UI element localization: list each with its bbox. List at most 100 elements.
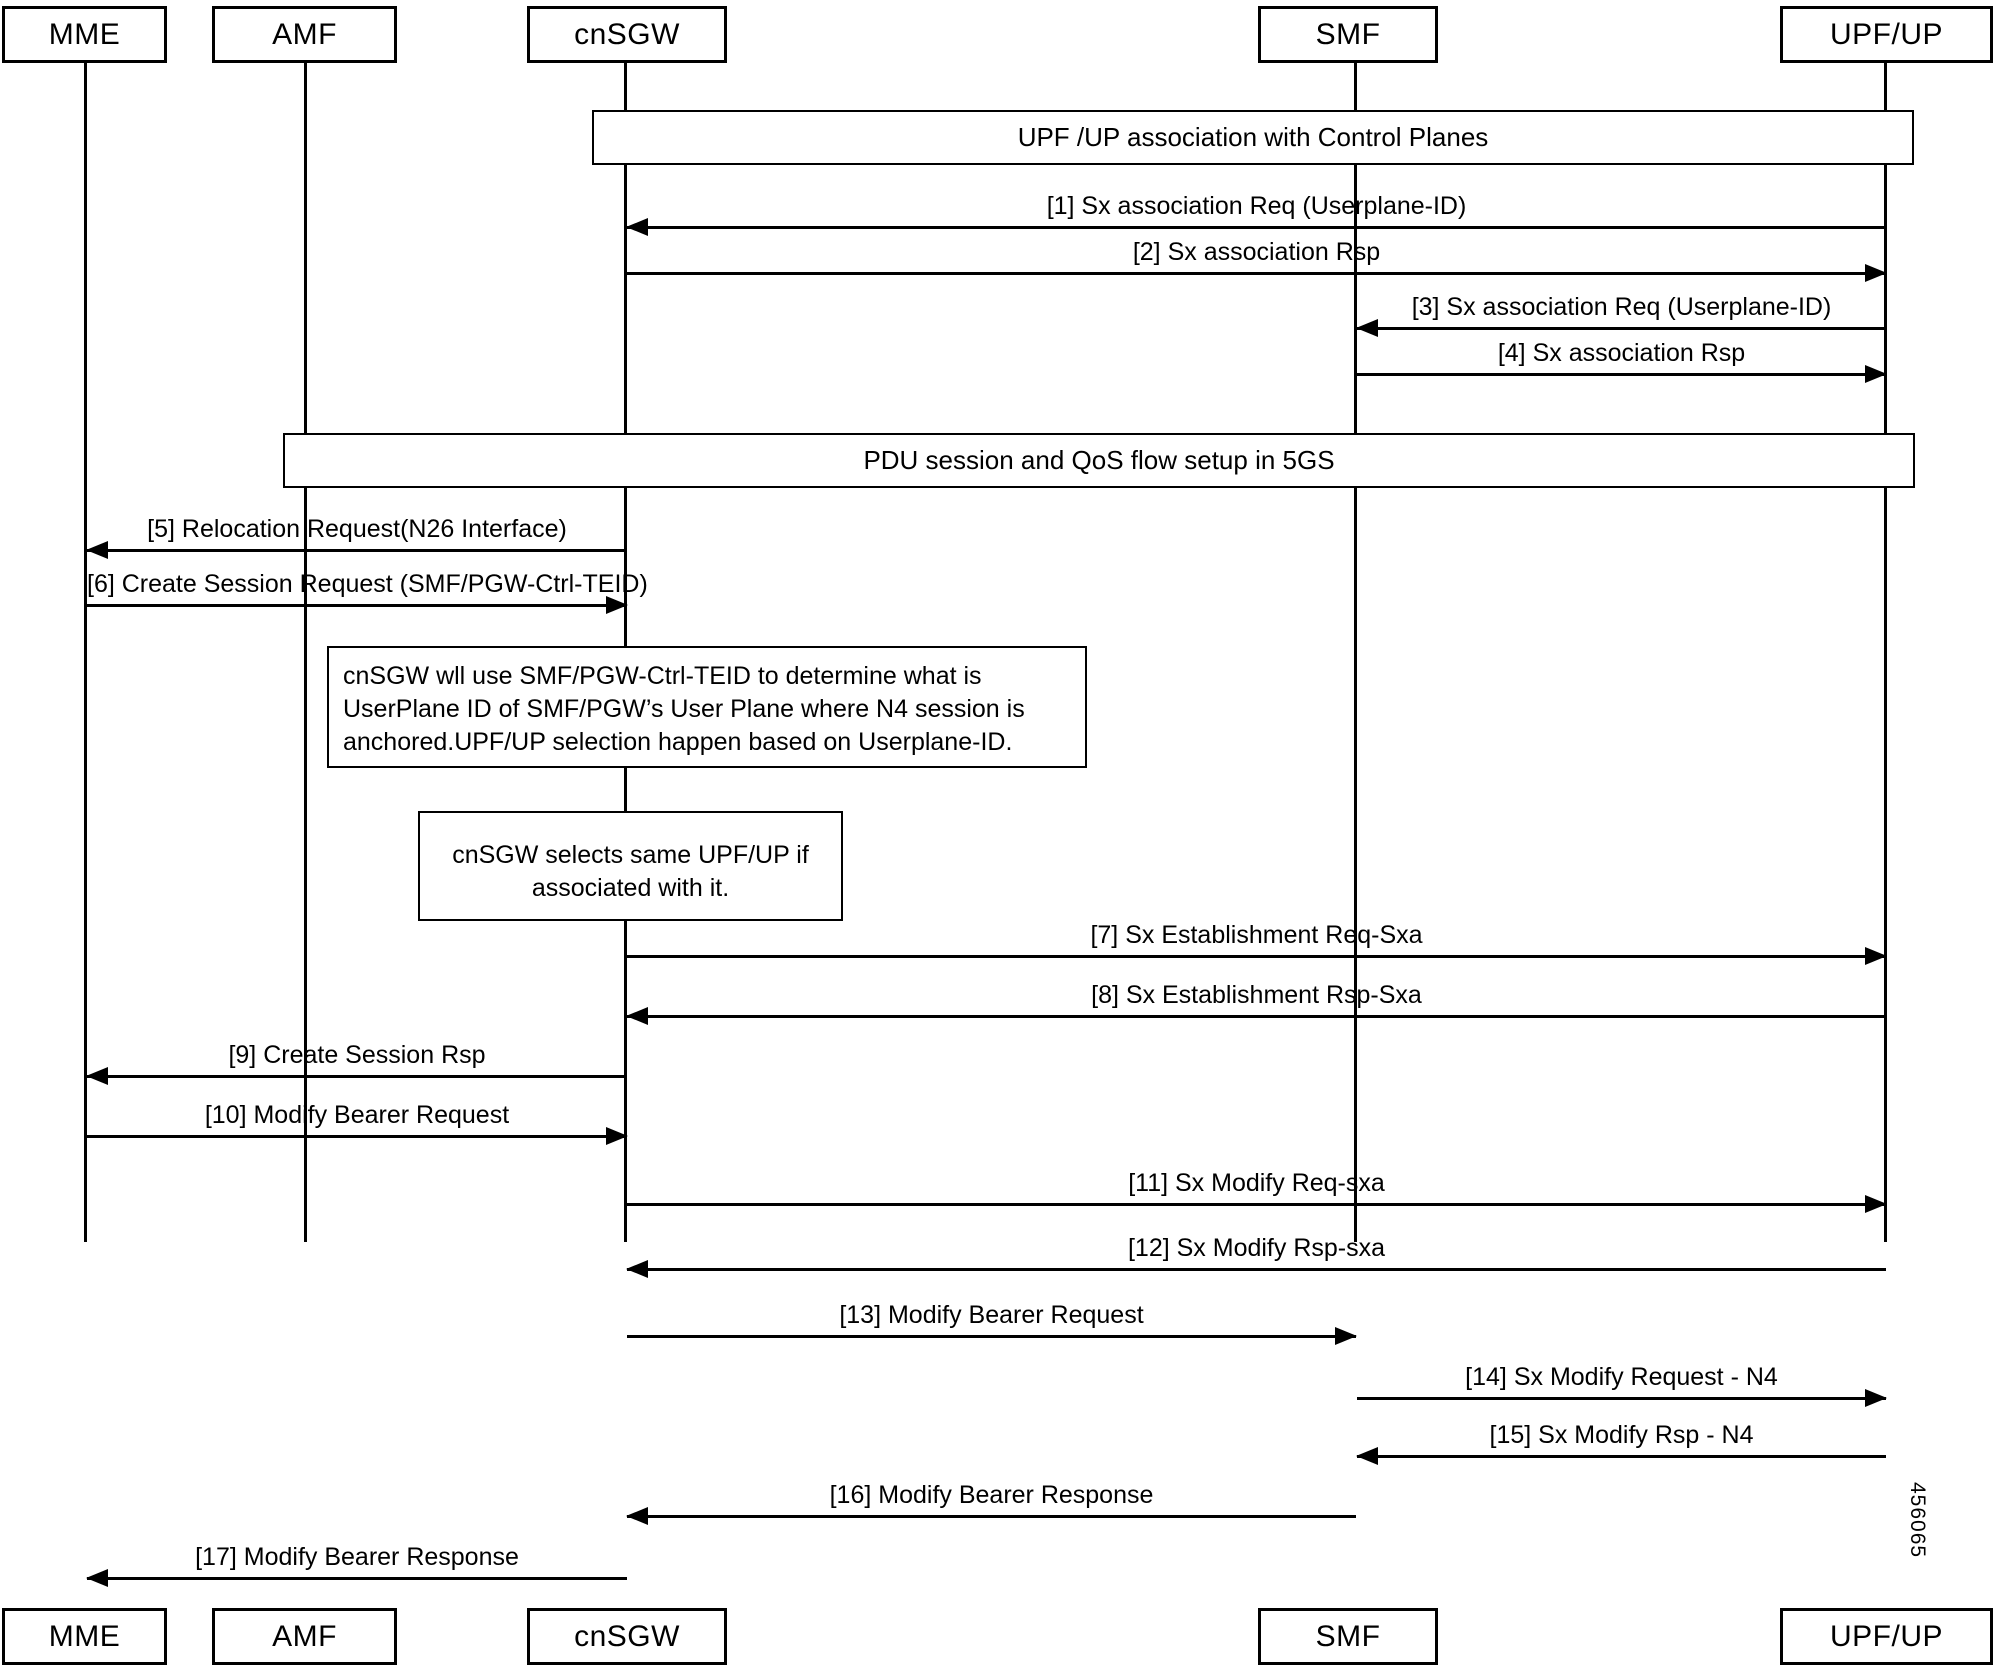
message-3-line (1357, 327, 1886, 330)
message-13-line (627, 1335, 1356, 1338)
lifeline-smf (1354, 62, 1357, 1242)
message-14-arrowhead (1865, 1389, 1887, 1407)
message-1-label: [1] Sx association Req (Userplane-ID) (1046, 192, 1467, 220)
message-3[interactable]: [3] Sx association Req (Userplane-ID) (1356, 275, 1886, 337)
message-5-line (87, 549, 627, 552)
actor-foot-smf[interactable]: SMF (1258, 1608, 1438, 1665)
lifeline-upf (1884, 62, 1887, 1242)
actor-head-cnsgw[interactable]: cnSGW (527, 6, 727, 63)
message-6-line (87, 604, 627, 607)
message-6-label: [6] Create Session Request (SMF/PGW-Ctrl… (87, 570, 648, 598)
message-9[interactable]: [9] Create Session Rsp (86, 1018, 627, 1085)
actor-foot-cnsgw-label: cnSGW (574, 1619, 680, 1653)
phase-bar-upf-association: UPF /UP association with Control Planes (592, 110, 1914, 165)
message-11-label: [11] Sx Modify Req-sxa (1128, 1169, 1385, 1197)
actor-foot-amf-label: AMF (272, 1619, 337, 1653)
message-15-label: [15] Sx Modify Rsp - N4 (1489, 1421, 1754, 1449)
message-4[interactable]: [4] Sx association Rsp (1357, 330, 1887, 383)
message-2-label: [2] Sx association Rsp (1132, 238, 1381, 266)
message-17-line (87, 1577, 627, 1580)
actor-head-smf[interactable]: SMF (1258, 6, 1438, 63)
message-8-label: [8] Sx Establishment Rsp-Sxa (1091, 981, 1422, 1009)
message-15-line (1357, 1455, 1886, 1458)
message-3-label: [3] Sx association Req (Userplane-ID) (1411, 293, 1832, 321)
actor-head-upf[interactable]: UPF/UP (1780, 6, 1993, 63)
actor-foot-cnsgw[interactable]: cnSGW (527, 1608, 727, 1665)
note-same-upf: cnSGW selects same UPF/UP if associated … (418, 811, 843, 921)
message-5-arrowhead (86, 541, 108, 559)
message-5[interactable]: [5] Relocation Request(N26 Interface) (86, 497, 627, 559)
message-7[interactable]: [7] Sx Establishment Req-Sxa (627, 895, 1887, 965)
message-8[interactable]: [8] Sx Establishment Rsp-Sxa (626, 958, 1886, 1025)
actor-foot-upf[interactable]: UPF/UP (1780, 1608, 1993, 1665)
message-4-line (1357, 373, 1886, 376)
message-16-arrowhead (626, 1507, 648, 1525)
message-7-line (627, 955, 1886, 958)
message-6-arrowhead (606, 596, 628, 614)
message-2-line (627, 272, 1886, 275)
phase-bar-upf-association-label: UPF /UP association with Control Planes (1017, 122, 1489, 152)
message-17-arrowhead (86, 1569, 108, 1587)
message-6[interactable]: [6] Create Session Request (SMF/PGW-Ctrl… (87, 552, 648, 614)
message-10-line (87, 1135, 627, 1138)
lifeline-mme (84, 62, 87, 1242)
message-16-line (627, 1515, 1356, 1518)
message-4-label: [4] Sx association Rsp (1497, 339, 1746, 367)
message-12-line (627, 1268, 1886, 1271)
message-16[interactable]: [16] Modify Bearer Response (626, 1458, 1356, 1525)
note-same-upf-line-1: cnSGW selects same UPF/UP if (452, 841, 809, 869)
note-same-upf-line-2: associated with it. (531, 874, 730, 902)
message-17-label: [17] Modify Bearer Response (195, 1543, 519, 1571)
message-2[interactable]: [2] Sx association Rsp (627, 229, 1887, 282)
message-13-label: [13] Modify Bearer Request (839, 1301, 1144, 1329)
message-10-label: [10] Modify Bearer Request (204, 1101, 510, 1129)
message-16-label: [16] Modify Bearer Response (829, 1481, 1154, 1509)
message-11-line (627, 1203, 1886, 1206)
message-11-arrowhead (1865, 1195, 1887, 1213)
message-10[interactable]: [10] Modify Bearer Request (87, 1078, 628, 1145)
message-14-label: [14] Sx Modify Request - N4 (1465, 1363, 1778, 1391)
actor-foot-mme-label: MME (48, 1619, 121, 1653)
phase-bar-pdu-session-setup-label: PDU session and QoS flow setup in 5GS (863, 445, 1335, 475)
message-3-arrowhead (1356, 319, 1378, 337)
actor-head-cnsgw-label: cnSGW (574, 17, 680, 51)
note-teid-lookup-line-1: cnSGW wll use SMF/PGW-Ctrl-TEID to deter… (343, 662, 982, 690)
actor-head-mme-label: MME (48, 17, 121, 51)
message-8-arrowhead (626, 1007, 648, 1025)
message-12-label: [12] Sx Modify Rsp-sxa (1127, 1234, 1386, 1262)
actor-foot-mme[interactable]: MME (2, 1608, 167, 1665)
message-13-arrowhead (1335, 1327, 1357, 1345)
actor-foot-amf[interactable]: AMF (212, 1608, 397, 1665)
message-13[interactable]: [13] Modify Bearer Request (627, 1271, 1357, 1345)
message-12[interactable]: [12] Sx Modify Rsp-sxa (626, 1206, 1886, 1278)
phase-bar-pdu-session-setup: PDU session and QoS flow setup in 5GS (283, 433, 1915, 488)
actor-head-amf-label: AMF (272, 17, 337, 51)
message-12-arrowhead (626, 1260, 648, 1278)
message-17[interactable]: [17] Modify Bearer Response (86, 1518, 627, 1587)
message-9-arrowhead (86, 1067, 108, 1085)
message-14[interactable]: [14] Sx Modify Request - N4 (1357, 1338, 1887, 1407)
note-teid-lookup-line-3: anchored.UPF/UP selection happen based o… (343, 728, 1013, 756)
actor-head-smf-label: SMF (1315, 17, 1381, 51)
message-5-label: [5] Relocation Request(N26 Interface) (147, 515, 567, 543)
message-10-arrowhead (606, 1127, 628, 1145)
actor-head-upf-label: UPF/UP (1829, 17, 1943, 51)
message-1-line (627, 226, 1886, 229)
message-7-label: [7] Sx Establishment Req-Sxa (1090, 921, 1423, 949)
actor-head-amf[interactable]: AMF (212, 6, 397, 63)
message-15-arrowhead (1356, 1447, 1378, 1465)
message-11[interactable]: [11] Sx Modify Req-sxa (627, 1138, 1887, 1213)
message-1[interactable]: [1] Sx association Req (Userplane-ID) (626, 175, 1886, 236)
message-15[interactable]: [15] Sx Modify Rsp - N4 (1356, 1400, 1886, 1465)
actor-foot-upf-label: UPF/UP (1829, 1619, 1943, 1653)
message-9-label: [9] Create Session Rsp (228, 1041, 486, 1069)
message-7-arrowhead (1865, 947, 1887, 965)
message-9-line (87, 1075, 627, 1078)
actor-foot-smf-label: SMF (1315, 1619, 1381, 1653)
message-2-arrowhead (1865, 264, 1887, 282)
figure-id: 456065 (1906, 1482, 1929, 1559)
message-1-arrowhead (626, 218, 648, 236)
message-8-line (627, 1015, 1886, 1018)
actor-head-mme[interactable]: MME (2, 6, 167, 63)
